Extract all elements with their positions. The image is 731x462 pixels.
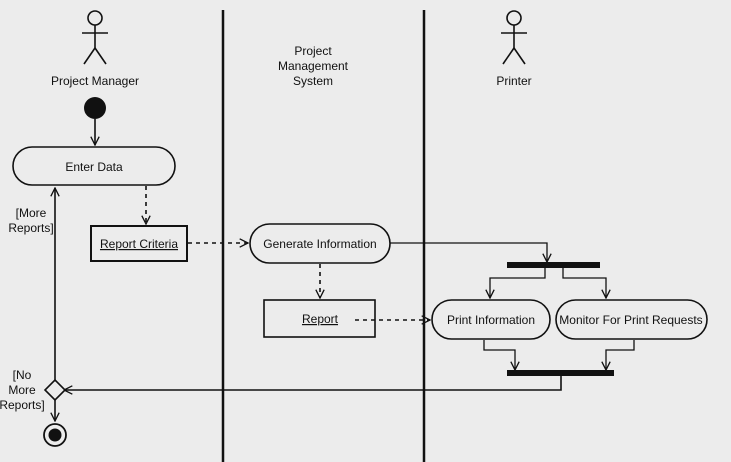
initial-node	[84, 97, 106, 119]
join-bar	[507, 370, 614, 376]
object-report-label: Report	[302, 312, 339, 326]
flow-monitor-to-join	[606, 340, 635, 370]
lane-title-pms-line-2: Management	[278, 59, 349, 73]
activity-print-information: Print Information	[431, 299, 551, 340]
object-report: Report	[263, 299, 376, 338]
lane-title-printer: Printer	[496, 74, 531, 88]
object-report-criteria: Report Criteria	[90, 225, 188, 262]
final-node	[43, 423, 67, 447]
activity-enter-data: Enter Data	[12, 146, 176, 186]
guard-more-reports-line-2: Reports]	[8, 221, 53, 235]
guard-no-more-reports-line-3: Reports]	[0, 398, 45, 412]
guard-more-reports-line-1: [More	[16, 206, 47, 220]
guard-no-more-reports-line-2: More	[8, 383, 36, 397]
activity-print-information-label: Print Information	[447, 313, 535, 327]
actor-printer-icon	[501, 10, 527, 65]
flow-join-to-decision	[64, 376, 562, 390]
object-report-criteria-label: Report Criteria	[100, 237, 178, 251]
flow-generate-to-fork	[390, 242, 547, 262]
fork-bar	[507, 262, 600, 268]
activity-monitor-print-requests-label: Monitor For Print Requests	[559, 313, 702, 327]
activity-monitor-print-requests: Monitor For Print Requests	[555, 299, 708, 340]
lane-title-pms-line-3: System	[293, 74, 333, 88]
decision-node	[43, 378, 67, 402]
activity-enter-data-label: Enter Data	[65, 160, 123, 174]
lane-title-project-manager: Project Manager	[51, 74, 139, 88]
flow-print-information-to-join	[483, 340, 515, 370]
flow-fork-to-print-information	[490, 268, 546, 298]
actor-project-manager-icon	[82, 10, 108, 65]
activity-generate-information-label: Generate Information	[263, 237, 376, 251]
lane-title-pms-line-1: Project	[294, 44, 332, 58]
flow-fork-to-monitor	[562, 268, 606, 298]
guard-no-more-reports-line-1: [No	[13, 368, 32, 382]
activity-generate-information: Generate Information	[249, 223, 391, 264]
